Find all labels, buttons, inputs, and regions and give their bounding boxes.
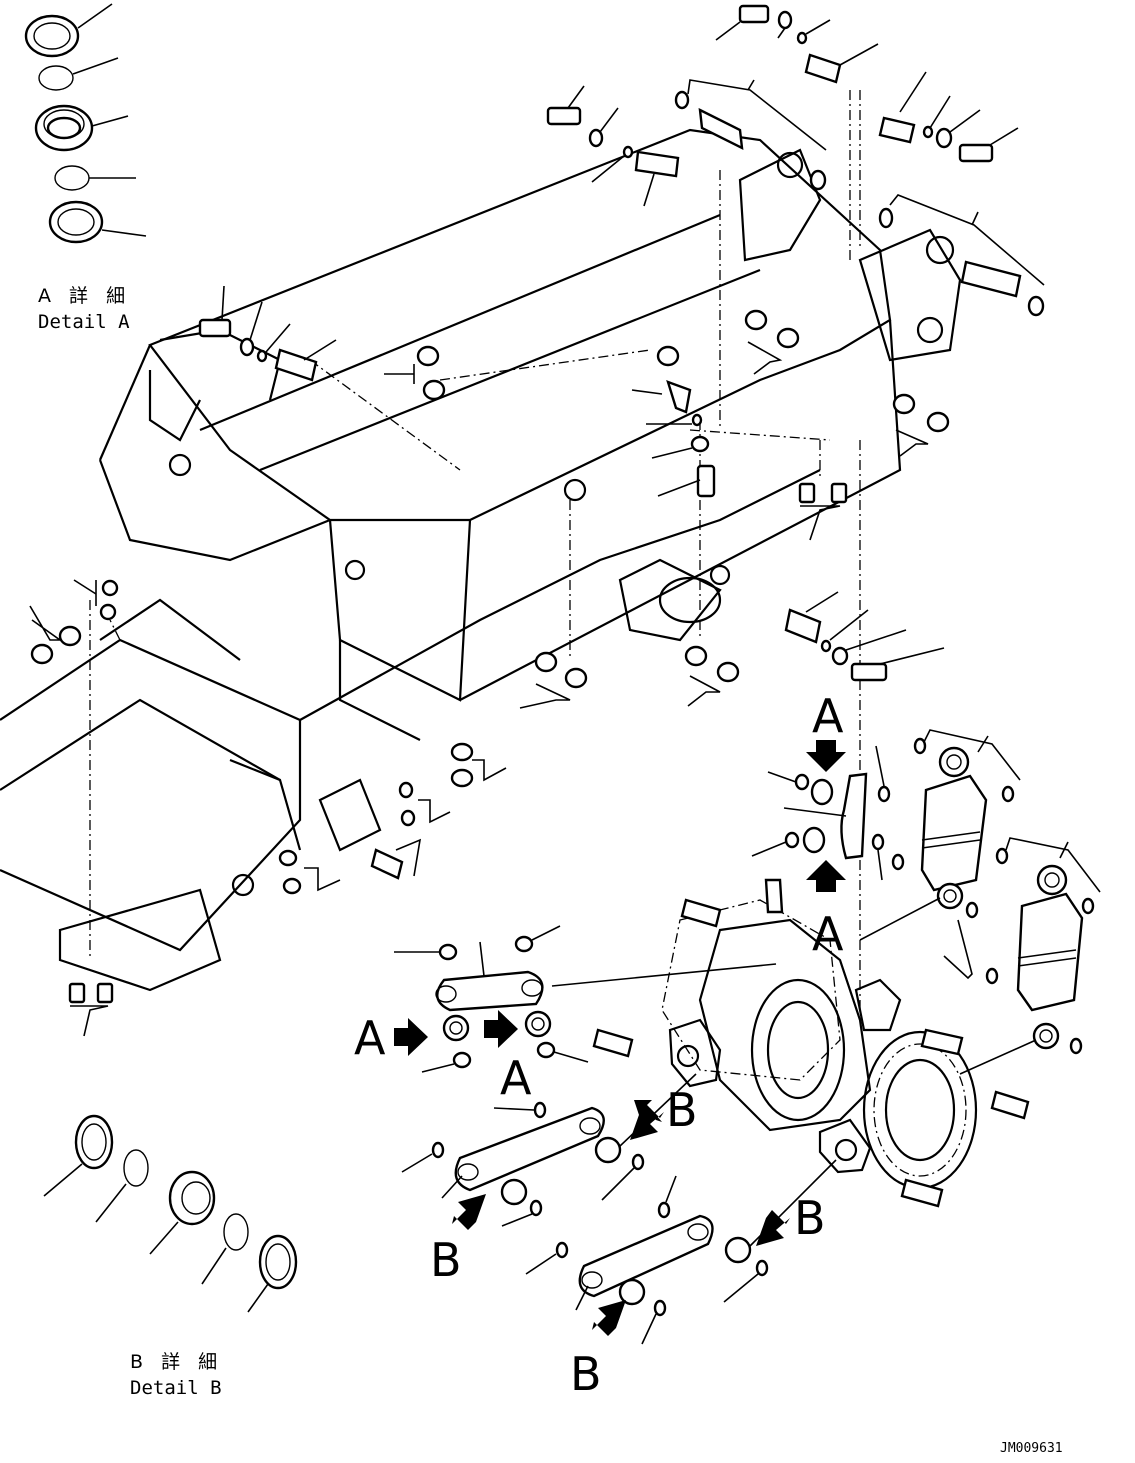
document-id: JM009631 — [1000, 1441, 1063, 1456]
detail-b-label-en: Detail B — [130, 1377, 222, 1399]
detail-b-label-jp: B 詳 細 — [130, 1351, 223, 1373]
top-hardware — [29, 4, 1045, 1037]
axle-housing — [592, 878, 1030, 1208]
links-group — [394, 745, 891, 1345]
view-marker-b-1: B — [666, 1083, 698, 1137]
detail-a-label-en: Detail A — [38, 311, 130, 333]
detail-a-group: A 詳 細 Detail A — [24, 3, 147, 333]
detail-a-label-jp: A 詳 細 — [38, 285, 131, 307]
view-marker-a-left: A — [354, 1011, 386, 1065]
machine-frame — [0, 90, 962, 1010]
view-marker-a-link: A — [500, 1051, 532, 1105]
view-marker-b-4: B — [570, 1347, 602, 1401]
detail-b-group: B 詳 細 Detail B — [43, 1114, 298, 1399]
view-marker-b-2: B — [430, 1233, 462, 1287]
view-markers: A A A A B B B B — [354, 689, 846, 1401]
view-marker-a-top: A — [812, 689, 844, 743]
suspension-cylinders — [859, 729, 1101, 1075]
view-marker-b-3: B — [794, 1191, 826, 1245]
view-marker-a-bottom: A — [812, 907, 844, 961]
